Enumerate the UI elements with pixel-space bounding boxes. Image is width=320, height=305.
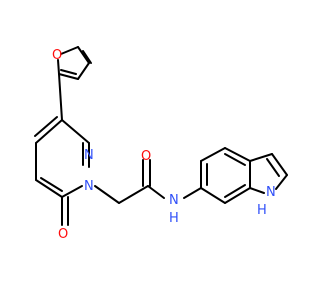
bond [249, 187, 265, 194]
bond [224, 184, 246, 198]
amide-hydrogen-label: H [169, 211, 179, 226]
bond [58, 73, 63, 121]
bond [77, 46, 90, 64]
bond [94, 185, 120, 204]
bond [77, 62, 90, 80]
bond [224, 187, 251, 204]
bond [40, 177, 63, 192]
bond [183, 187, 202, 199]
furan-oxygen-label: O [52, 48, 62, 63]
bond [147, 185, 165, 199]
bond [275, 174, 288, 190]
bond [58, 73, 79, 80]
indole-hydrogen-label: H [257, 203, 267, 218]
structure-svg: O N N O O N H N H [34, 46, 288, 242]
bond [224, 147, 251, 162]
bond [35, 119, 63, 144]
indole-nitrogen-label: N [266, 185, 276, 200]
bond [82, 50, 92, 64]
bond [57, 59, 60, 75]
bond [266, 158, 280, 177]
bond [249, 153, 273, 162]
bonds [34, 46, 288, 226]
bond [61, 119, 90, 144]
bond [60, 69, 77, 75]
amide-nitrogen-label: N [169, 193, 179, 208]
ring-nitrogen-lower-label: N [84, 179, 94, 194]
bond [200, 147, 226, 162]
bond [35, 179, 63, 198]
molecule-diagram: O N N O O N H N H [34, 46, 288, 242]
bond [200, 187, 226, 204]
bond [34, 116, 58, 137]
bond [224, 153, 246, 166]
atom-labels: O N N O O N H N H [52, 48, 276, 242]
ketone-oxygen-label: O [58, 227, 68, 242]
bond [60, 46, 79, 55]
bond [118, 185, 149, 204]
bond [271, 153, 288, 176]
bond [61, 185, 83, 198]
amide-oxygen-label: O [141, 149, 151, 164]
ring-nitrogen-upper-label: N [84, 148, 94, 163]
